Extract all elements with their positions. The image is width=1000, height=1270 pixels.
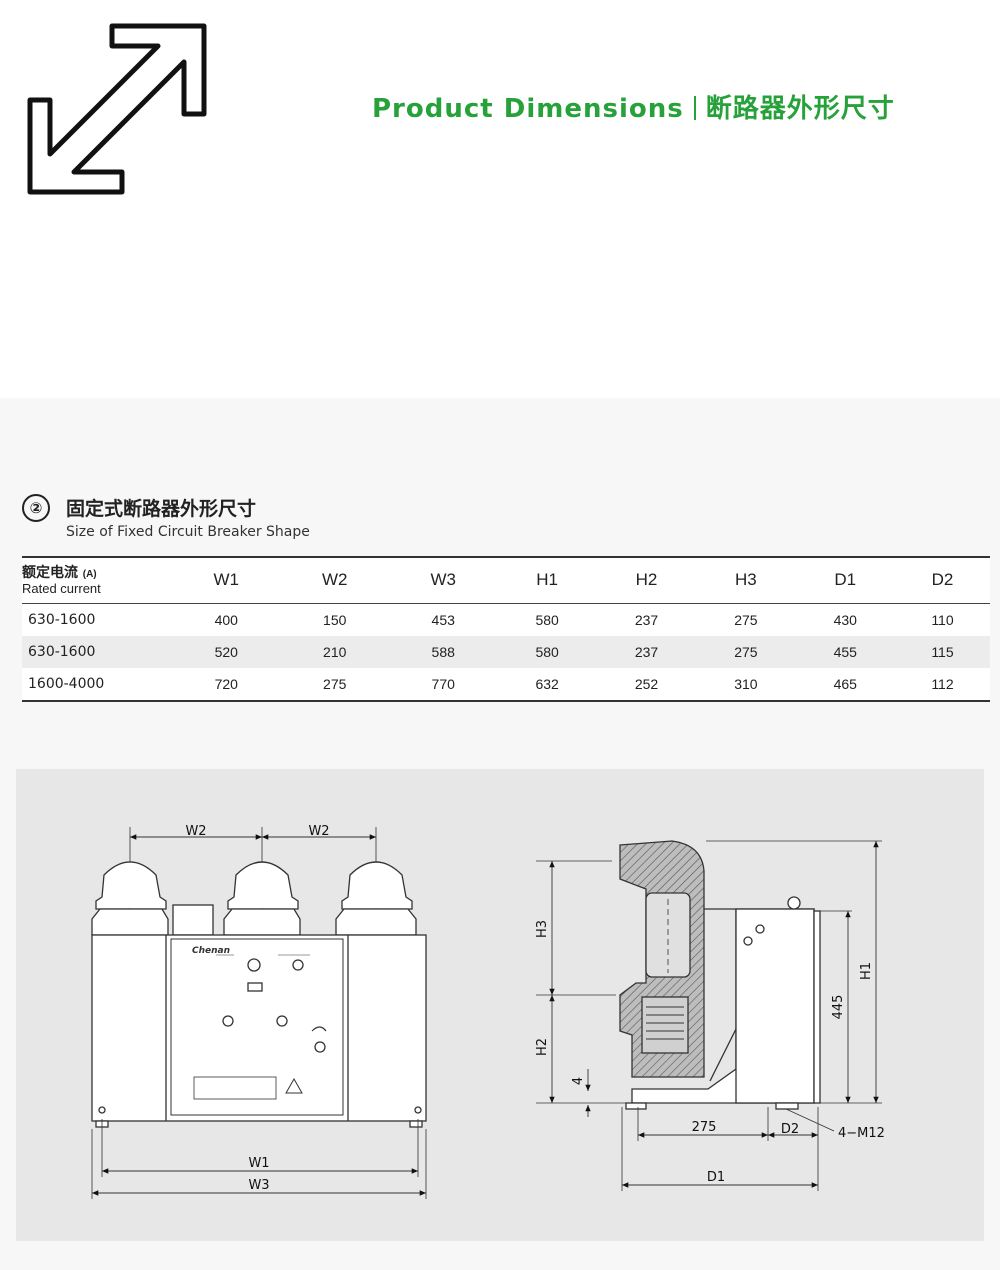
table-row: 630-1600 400 150 453 580 237 275 430 110 (22, 603, 990, 636)
section-subtitle: Size of Fixed Circuit Breaker Shape (66, 524, 310, 540)
cell: 110 (931, 611, 954, 628)
label-h2: H2 (535, 1038, 550, 1056)
col-header: W1 (213, 570, 239, 590)
label-w2-left: W2 (185, 824, 206, 839)
label-445: 445 (831, 995, 846, 1020)
front-view (91, 827, 427, 1199)
rated-current-header: 额定电流 (A) Rated current (22, 557, 172, 603)
label-w1: W1 (248, 1156, 269, 1171)
col-header: D2 (931, 570, 954, 590)
label-bolt: 4−M12 (838, 1126, 885, 1141)
cell: 112 (931, 675, 954, 692)
col-header: W3 (430, 570, 456, 590)
label-h3: H3 (535, 920, 550, 938)
cell: 465 (833, 675, 857, 692)
label-d2: D2 (781, 1122, 799, 1137)
title-english: Product Dimensions (372, 94, 684, 124)
cell: 275 (734, 611, 758, 628)
cell: 275 (734, 643, 758, 660)
label-275: 275 (692, 1120, 717, 1135)
title-separator (693, 96, 696, 120)
cell: 580 (535, 611, 559, 628)
technical-drawing-panel: W2 W2 W1 W3 Chenan (16, 769, 984, 1241)
side-view (536, 840, 882, 1191)
label-w2-right: W2 (308, 824, 329, 839)
cell: 252 (634, 675, 659, 692)
cell: 310 (734, 675, 758, 692)
cell: 430 (833, 611, 857, 628)
col-header: H2 (635, 570, 658, 590)
cell: 115 (931, 643, 954, 660)
rated-current-en: Rated current (22, 580, 101, 596)
cell: 455 (833, 643, 857, 660)
cell: 237 (634, 611, 659, 628)
col-header: D1 (834, 570, 857, 590)
row-current: 630-1600 (28, 643, 96, 660)
rated-current-cn: 额定电流 (22, 563, 78, 580)
table-row: 630-1600 520 210 588 580 237 275 455 115 (22, 635, 990, 668)
row-current: 1600-4000 (28, 675, 105, 692)
rated-current-unit: (A) (82, 568, 97, 580)
section-number: ② (22, 494, 50, 522)
cell: 588 (431, 643, 455, 660)
cell: 237 (634, 643, 659, 660)
cell: 453 (431, 611, 455, 628)
cell: 275 (323, 675, 347, 692)
cell: 150 (323, 611, 347, 628)
cell: 770 (431, 675, 455, 692)
label-4: 4 (571, 1077, 586, 1085)
section-title: 固定式断路器外形尺寸 (66, 498, 257, 520)
cell: 210 (323, 643, 347, 660)
cell: 720 (214, 675, 238, 692)
col-header: H3 (735, 570, 757, 590)
cell: 632 (535, 675, 559, 692)
title-chinese: 断路器外形尺寸 (705, 94, 895, 124)
col-header: H1 (536, 570, 558, 590)
table-row: 1600-4000 720 275 770 632 252 310 465 11… (22, 667, 990, 701)
cell: 580 (535, 643, 559, 660)
resize-diagonal-arrows-icon (27, 23, 207, 195)
label-h1: H1 (859, 962, 874, 980)
label-w3: W3 (248, 1178, 269, 1193)
label-d1: D1 (707, 1170, 725, 1185)
cell: 520 (214, 643, 238, 660)
dimension-table: 额定电流 (A) Rated current W1 W2 W3 H1 H2 H3… (22, 556, 990, 702)
page-title: Product Dimensions 断路器外形尺寸 (372, 88, 895, 125)
brand-logo-text: Chenan (192, 946, 230, 956)
col-header: W2 (321, 570, 348, 590)
row-current: 630-1600 (28, 611, 96, 628)
technical-drawing: W2 W2 W1 W3 Chenan (91, 824, 885, 1199)
cell: 400 (214, 611, 238, 628)
table-header-row: 额定电流 (A) Rated current W1 W2 W3 H1 H2 H3… (22, 557, 990, 603)
